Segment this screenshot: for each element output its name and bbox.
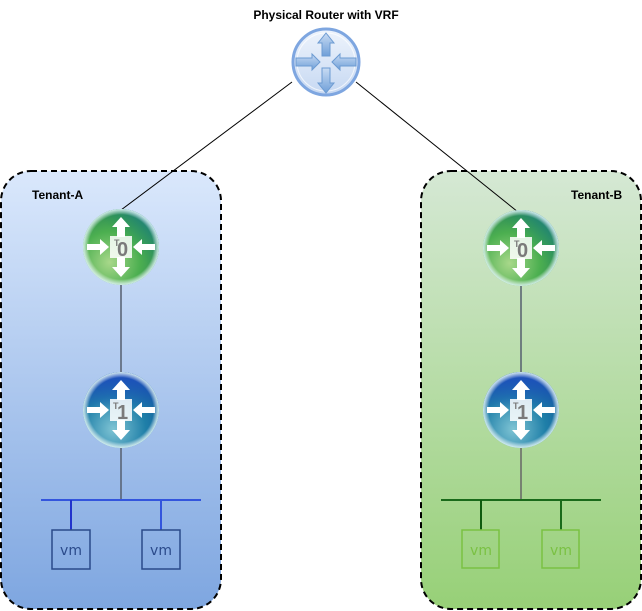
tenant-a-tier0-gateway-icon[interactable]: T 0 — [83, 209, 159, 285]
vm-label: vm — [60, 543, 82, 559]
tenant-b-vm-1[interactable]: vm — [461, 529, 500, 569]
vm-label: vm — [470, 543, 492, 559]
tenant-b-tier1-gateway-icon[interactable]: T 1 — [483, 372, 559, 448]
tier0-number: 0 — [117, 239, 128, 261]
tenant-a-segment — [41, 499, 201, 530]
tenant-a-vm-1[interactable]: vm — [51, 529, 91, 570]
physical-router-icon[interactable] — [291, 27, 361, 97]
tenant-b-label: Tenant-B — [571, 188, 622, 202]
vm-label: vm — [150, 543, 172, 559]
tenant-b-tier0-gateway-icon[interactable]: T 0 — [483, 210, 559, 286]
physical-router-title: Physical Router with VRF — [253, 8, 398, 22]
tier0-number: 0 — [517, 240, 528, 262]
tier1-letter: T — [113, 401, 119, 411]
tenant-a-label: Tenant-A — [32, 188, 83, 202]
tier1-number: 1 — [117, 402, 128, 424]
tenant-a-vm-2[interactable]: vm — [141, 529, 181, 570]
tier0-letter: T — [514, 239, 520, 249]
tier1-number: 1 — [517, 402, 528, 424]
tenant-b-vm-2[interactable]: vm — [541, 529, 580, 569]
tenant-a-tier1-gateway-icon[interactable]: T 1 — [83, 372, 159, 448]
link-router-tenant-a — [120, 81, 293, 211]
link-router-tenant-b — [355, 81, 519, 213]
tier1-letter: T — [513, 401, 519, 411]
tenant-b-segment — [441, 499, 601, 530]
tier0-letter: T — [114, 238, 120, 248]
vm-label: vm — [550, 543, 572, 559]
